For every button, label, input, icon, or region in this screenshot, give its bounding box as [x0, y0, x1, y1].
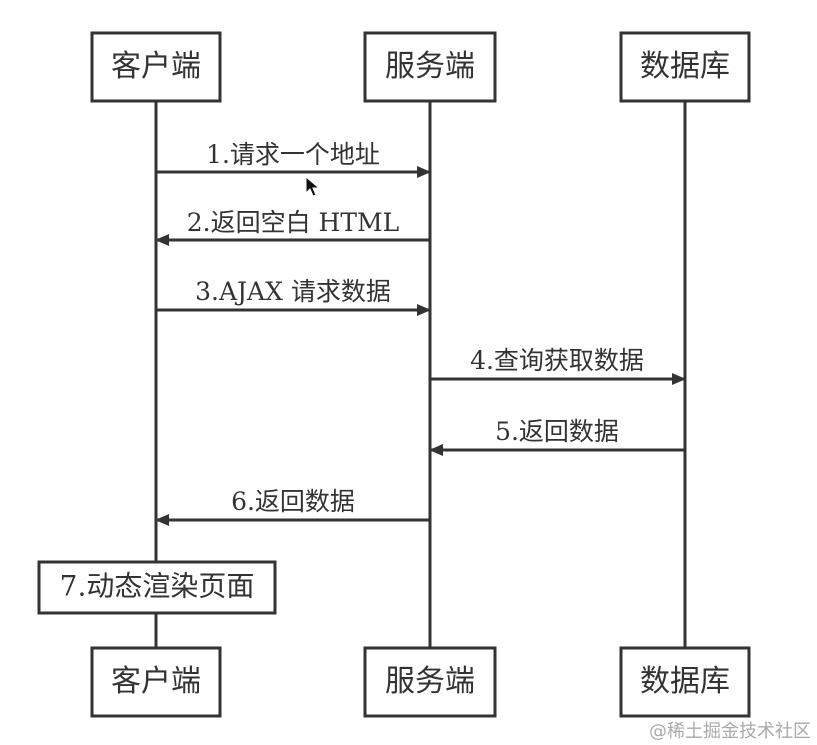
- message-4: 4.查询获取数据: [430, 346, 686, 385]
- database-participant-bottom-label: 数据库: [640, 664, 730, 699]
- server-participant-label: 服务端: [385, 49, 475, 84]
- watermark: @稀土掘金技术社区: [649, 721, 811, 742]
- server-participant-bottom-label: 服务端: [385, 664, 475, 699]
- client-participant-bottom: 客户端: [90, 646, 222, 718]
- message-5: 5.返回数据: [429, 417, 685, 456]
- render-note: 7.动态渲染页面: [37, 560, 277, 615]
- message-3-label: 3.AJAX 请求数据: [195, 277, 391, 306]
- message-5-label: 5.返回数据: [495, 417, 619, 446]
- client-participant-label: 客户端: [111, 49, 201, 84]
- message-2-label: 2.返回空白 HTML: [187, 208, 399, 237]
- message-6-label: 6.返回数据: [231, 487, 355, 516]
- database-participant-bottom: 数据库: [619, 646, 751, 718]
- message-1: 1.请求一个地址: [156, 140, 431, 178]
- message-3: 3.AJAX 请求数据: [156, 277, 431, 316]
- render-note-label: 7.动态渲染页面: [60, 570, 255, 603]
- message-2: 2.返回空白 HTML: [155, 208, 430, 246]
- mouse-pointer-icon: [305, 176, 321, 197]
- message-4-label: 4.查询获取数据: [470, 346, 644, 375]
- message-6: 6.返回数据: [155, 487, 430, 526]
- database-participant-top: 数据库: [619, 31, 751, 103]
- message-1-label: 1.请求一个地址: [206, 140, 380, 169]
- server-participant-top: 服务端: [363, 31, 497, 103]
- server-participant-bottom: 服务端: [363, 646, 497, 718]
- client-participant-top: 客户端: [90, 31, 222, 103]
- database-participant-label: 数据库: [640, 49, 730, 84]
- client-participant-bottom-label: 客户端: [111, 664, 201, 699]
